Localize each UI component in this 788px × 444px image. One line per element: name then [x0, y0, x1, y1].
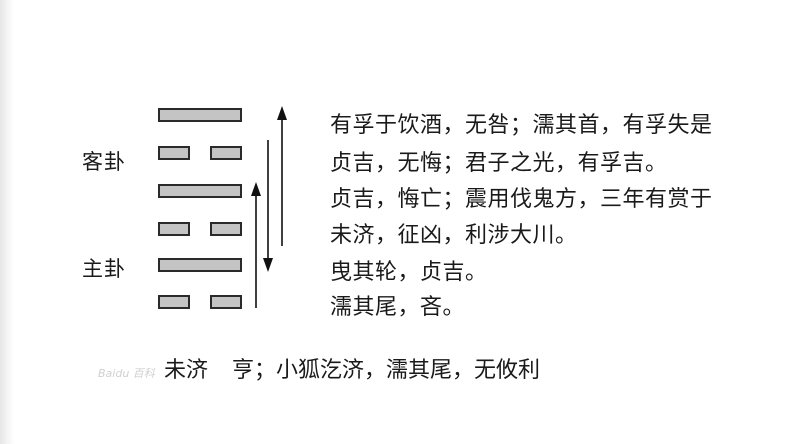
hexagram-line-1-yin-right: [210, 295, 242, 309]
hexagram-judgment: 亨；小狐汔济，濡其尾，无攸利: [232, 358, 541, 383]
watermark: Baidu 百科: [98, 367, 155, 380]
line-text-6: 有孚于饮酒，无咎；濡其首，有孚失是: [330, 113, 713, 138]
hexagram-line-1-yin-left: [158, 295, 190, 309]
down-arrow-head: [263, 258, 273, 272]
hexagram-line-3-yin-right: [210, 222, 242, 236]
line-text-5: 贞吉，无悔；君子之光，有孚吉。: [330, 151, 668, 176]
hexagram-line-2-yang: [158, 258, 242, 272]
hexagram-line-6-yang: [158, 108, 242, 122]
line-text-2: 曳其轮，贞吉。: [330, 260, 488, 285]
hexagram-name: 未济: [164, 358, 209, 383]
up-arrow-long-head: [277, 106, 287, 120]
up-arrow-short-head: [251, 182, 261, 196]
line-text-4: 贞吉，悔亡；震用伐鬼方，三年有赏于: [330, 187, 713, 212]
host-trigram-label: 主卦: [82, 257, 126, 281]
guest-trigram-label: 客卦: [82, 150, 126, 174]
left-edge-shadow: [0, 0, 14, 444]
hexagram-line-5-yin-right: [210, 146, 242, 160]
line-text-3: 未济，征凶，利涉大川。: [330, 223, 578, 248]
hexagram-line-4-yang: [158, 184, 242, 198]
hexagram-line-5-yin-left: [158, 146, 190, 160]
hexagram-caption: 未济亨；小狐汔济，濡其尾，无攸利: [164, 352, 540, 384]
line-text-1: 濡其尾，吝。: [330, 295, 466, 320]
hexagram-line-3-yin-left: [158, 222, 190, 236]
